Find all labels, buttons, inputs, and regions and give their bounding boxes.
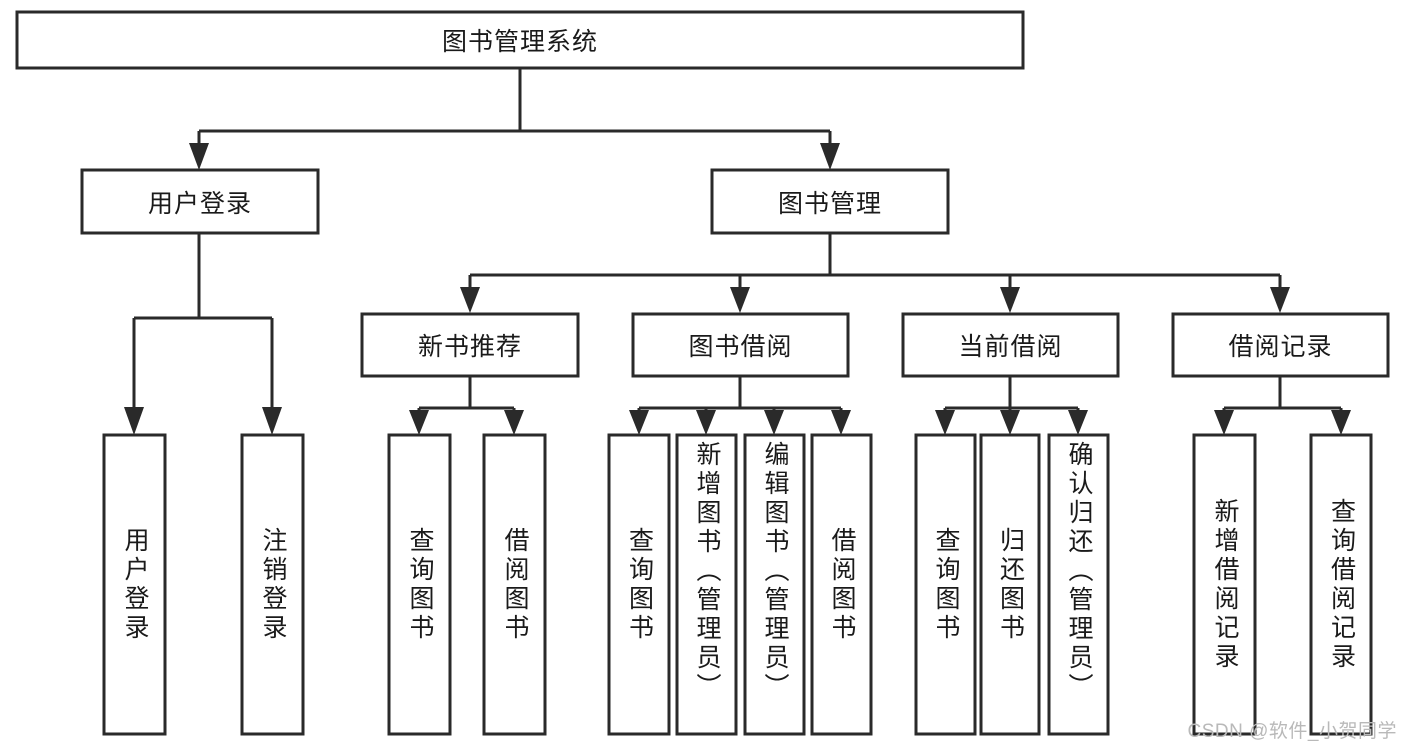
leaf-borrow-book-1[interactable]: [482, 433, 547, 736]
connector-bookmgmt-to-level3: [460, 233, 1290, 313]
leaf-add-borrow-record[interactable]: [1192, 433, 1257, 736]
node-current-borrow[interactable]: [901, 312, 1120, 378]
leaf-edit-book-admin[interactable]: [743, 433, 806, 736]
leaf-logout[interactable]: [240, 433, 305, 736]
connector-records-to-leaves: [1214, 377, 1351, 435]
node-user-login[interactable]: [80, 168, 320, 235]
leaf-return-book[interactable]: [979, 433, 1041, 736]
leaf-query-book-1[interactable]: [387, 433, 452, 736]
leaf-user-login[interactable]: [102, 433, 167, 736]
node-book-management[interactable]: [710, 168, 950, 235]
node-borrow-records[interactable]: [1171, 312, 1390, 378]
node-root[interactable]: [15, 10, 1025, 70]
connector-userlogin-to-leaves: [124, 233, 282, 435]
leaf-query-borrow-record[interactable]: [1309, 433, 1373, 736]
connector-root-to-level2: [189, 68, 840, 170]
leaf-borrow-book-2[interactable]: [810, 433, 873, 736]
node-book-borrow[interactable]: [631, 312, 850, 378]
leaf-add-book-admin[interactable]: [675, 433, 738, 736]
node-new-book-recommend[interactable]: [360, 312, 580, 378]
connector-newbook-to-leaves: [409, 377, 524, 435]
connector-current-to-leaves: [935, 377, 1088, 435]
leaf-query-book-3[interactable]: [914, 433, 977, 736]
watermark-text: CSDN @软件_小贺同学: [1187, 721, 1397, 742]
connector-borrow-to-leaves: [629, 377, 851, 435]
leaf-confirm-return-admin[interactable]: [1047, 433, 1110, 736]
leaf-query-book-2[interactable]: [607, 433, 671, 736]
